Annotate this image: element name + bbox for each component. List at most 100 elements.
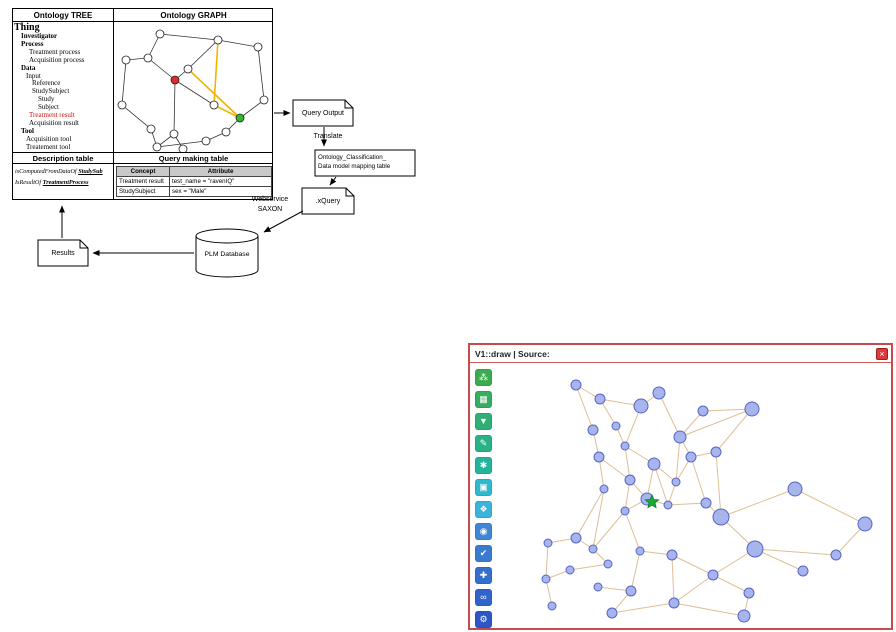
- edit-icon: ✎: [479, 438, 488, 448]
- network-node[interactable]: [588, 544, 598, 554]
- webservice-label-line1: Webservice: [251, 196, 289, 203]
- ontology-graph: [117, 29, 269, 154]
- ontology-node: [209, 100, 219, 110]
- network-node[interactable]: [666, 549, 678, 561]
- move-icon: ✚: [479, 570, 488, 580]
- eye-icon: ◉: [479, 526, 488, 536]
- filter-button[interactable]: ▼: [475, 413, 492, 430]
- network-node[interactable]: [746, 540, 764, 558]
- table-button[interactable]: ▦: [475, 391, 492, 408]
- query-making-table-title: Query making table: [114, 152, 273, 164]
- network-node[interactable]: [830, 549, 842, 561]
- tree-item: Subject: [38, 103, 59, 112]
- webservice-label-line2: SAXON: [257, 206, 283, 213]
- link-button[interactable]: ∞: [475, 589, 492, 606]
- network-node[interactable]: [712, 508, 730, 526]
- tree-item: Treatment result: [29, 111, 75, 120]
- check-button[interactable]: ✔: [475, 545, 492, 562]
- network-node[interactable]: [587, 424, 599, 436]
- network-node[interactable]: [744, 401, 760, 417]
- network-node[interactable]: [625, 585, 637, 597]
- network-node[interactable]: [671, 477, 681, 487]
- query-table-cell: Treatment result: [116, 176, 170, 187]
- network-node[interactable]: [606, 607, 618, 619]
- network-node[interactable]: [797, 565, 809, 577]
- check-icon: ✔: [479, 548, 488, 558]
- query-table-cell: StudySubject: [116, 186, 170, 197]
- network-node[interactable]: [611, 421, 621, 431]
- network-node[interactable]: [603, 559, 613, 569]
- network-node[interactable]: [743, 587, 755, 599]
- tree-item: Thing: [14, 22, 40, 33]
- network-node[interactable]: [593, 582, 603, 592]
- ontology-node: [221, 127, 231, 137]
- asterisk-button[interactable]: ✱: [475, 457, 492, 474]
- network-node[interactable]: [635, 546, 645, 556]
- network-node[interactable]: [599, 484, 609, 494]
- network-node[interactable]: [697, 405, 709, 417]
- network-node[interactable]: [787, 481, 803, 497]
- image-button[interactable]: ▣: [475, 479, 492, 496]
- network-node[interactable]: [707, 569, 719, 581]
- move-button[interactable]: ✚: [475, 567, 492, 584]
- network-node[interactable]: [547, 601, 557, 611]
- settings-button[interactable]: ⚙: [475, 611, 492, 628]
- ontology-graph-area: [114, 22, 273, 154]
- description-row: isComputedFromDataOf StudySub: [15, 168, 103, 175]
- network-node[interactable]: [594, 393, 606, 405]
- network-node[interactable]: [570, 379, 582, 391]
- network-node[interactable]: [624, 474, 636, 486]
- edit-button[interactable]: ✎: [475, 435, 492, 452]
- network-node[interactable]: [541, 574, 551, 584]
- ontology-node: [259, 95, 269, 105]
- ontology-tree-title: Ontology TREE: [13, 9, 114, 22]
- window-titlebar[interactable]: V1::draw | Source: ×: [470, 345, 891, 363]
- share-nodes-button[interactable]: ⁂: [475, 369, 492, 386]
- query-table-header-attribute: Attribute: [169, 166, 272, 177]
- network-node[interactable]: [633, 398, 649, 414]
- link-icon: ∞: [480, 592, 487, 602]
- network-node[interactable]: [543, 538, 553, 548]
- network-node[interactable]: [620, 506, 630, 516]
- network-node[interactable]: [652, 386, 666, 400]
- network-node[interactable]: [663, 500, 673, 510]
- image-icon: ▣: [479, 482, 488, 492]
- star-node[interactable]: [644, 493, 660, 509]
- network-node[interactable]: [685, 451, 697, 463]
- tree-item: Acquisition tool: [26, 134, 72, 143]
- network-node[interactable]: [668, 597, 680, 609]
- ontology-node: [170, 75, 180, 85]
- ontology-node: [213, 35, 223, 45]
- tree-item: Study: [38, 95, 55, 104]
- ontology-node: [146, 124, 156, 134]
- network-node[interactable]: [700, 497, 712, 509]
- network-node[interactable]: [710, 446, 722, 458]
- xquery-label: .xQuery: [315, 197, 341, 205]
- network-node[interactable]: [565, 565, 575, 575]
- ontology-node: [201, 136, 211, 146]
- ontology-node: [169, 129, 179, 139]
- close-button[interactable]: ×: [876, 348, 888, 360]
- network-node[interactable]: [737, 609, 751, 623]
- tree-item: Process: [21, 39, 44, 48]
- table-icon: ▦: [479, 394, 488, 404]
- share-icon: ❖: [479, 504, 488, 514]
- network-node[interactable]: [620, 441, 630, 451]
- network-graph-canvas[interactable]: [470, 363, 891, 628]
- ontology-node: [253, 42, 263, 52]
- network-node[interactable]: [857, 516, 873, 532]
- eye-button[interactable]: ◉: [475, 523, 492, 540]
- translate-label: Translate: [313, 132, 343, 140]
- network-node[interactable]: [570, 532, 582, 544]
- network-node[interactable]: [647, 457, 661, 471]
- tree-item: Data: [21, 63, 36, 72]
- tree-item: Treatement tool: [26, 142, 71, 151]
- network-node[interactable]: [673, 430, 687, 444]
- tree-item: StudySubject: [32, 87, 70, 96]
- graph-toolbar: ⁂ ▦ ▼ ✎ ✱ ▣ ❖ ◉ ✔ ✚ ∞ ⚙: [475, 369, 492, 628]
- share-button[interactable]: ❖: [475, 501, 492, 518]
- query-table-cell: test_name = "ravenIQ": [169, 176, 272, 187]
- network-node[interactable]: [593, 451, 605, 463]
